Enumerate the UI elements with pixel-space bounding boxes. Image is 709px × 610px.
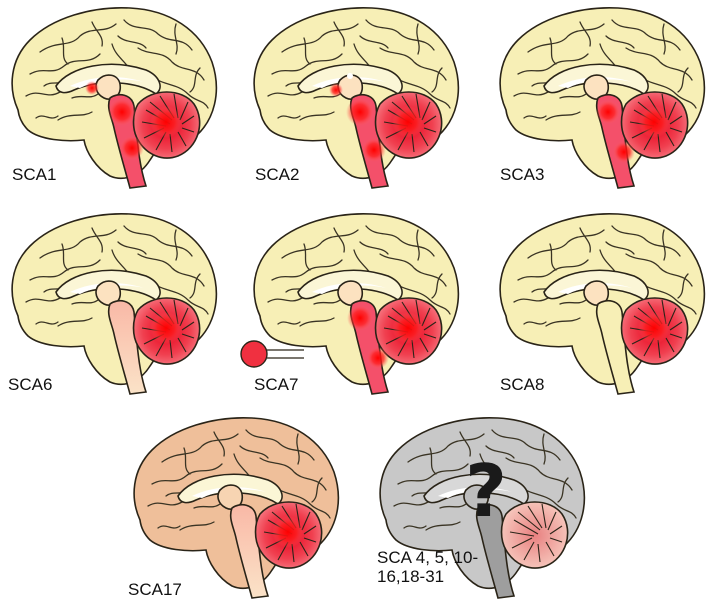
lesion-spot — [85, 81, 99, 95]
label-sca7: SCA7 — [254, 375, 299, 394]
brain-sca1 — [11, 6, 218, 189]
label-sca6: SCA6 — [8, 375, 53, 394]
lesion-spot — [120, 136, 144, 160]
brainstem — [475, 503, 516, 599]
lesion-spot — [638, 312, 670, 344]
label-sca1: SCA1 — [12, 165, 57, 184]
thalamus-dot — [347, 73, 353, 79]
brain-sca2 — [253, 6, 460, 189]
lesion-spot — [347, 305, 373, 331]
brainstem — [229, 503, 270, 599]
brain-sca17 — [133, 416, 340, 599]
lesion-spot — [150, 312, 182, 344]
question-mark: ? — [465, 449, 507, 533]
label-sca2: SCA2 — [255, 165, 300, 184]
lesion-spot — [392, 312, 424, 344]
brain-sca3 — [499, 6, 706, 189]
label-unknown: SCA 4, 5, 10- 16,18-31 — [377, 548, 479, 586]
eye-icon — [240, 340, 304, 368]
lesion-spot — [108, 98, 136, 126]
lesion-spot — [613, 141, 635, 163]
brain-sca6 — [11, 212, 218, 395]
brain-sca7 — [240, 212, 460, 395]
label-sca3: SCA3 — [500, 165, 545, 184]
lesion-spot — [367, 347, 389, 369]
label-sca17: SCA17 — [128, 580, 182, 599]
brainstem — [107, 299, 148, 395]
lesion-spot — [596, 100, 620, 124]
lesion-spot — [392, 106, 424, 138]
label-sca8: SCA8 — [500, 375, 545, 394]
lesion-spot — [272, 516, 304, 548]
lesion-spot — [346, 98, 374, 126]
lesion-spot — [638, 106, 670, 138]
cerebellum — [500, 501, 569, 569]
lesion-spot — [150, 106, 182, 138]
brain-unknown: ? — [379, 416, 586, 599]
lesion-spot — [329, 83, 343, 97]
brainstem — [595, 299, 636, 395]
brain-sca8 — [499, 212, 706, 395]
lesion-spot — [362, 138, 386, 162]
